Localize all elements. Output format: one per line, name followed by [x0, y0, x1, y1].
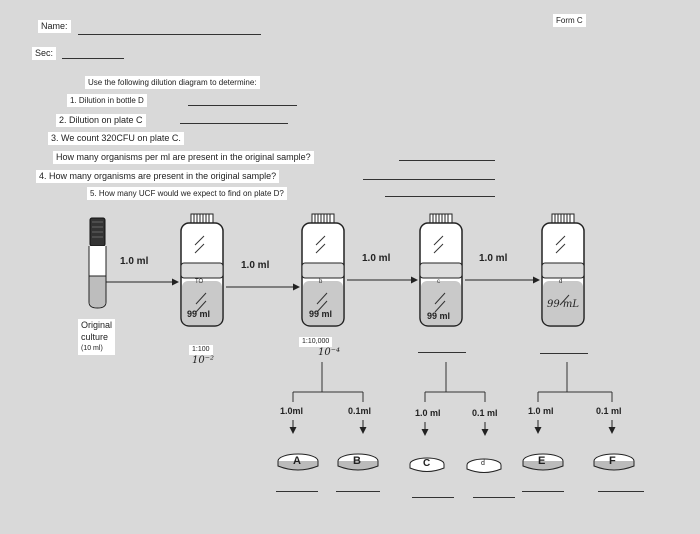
bottle-a-letter: TO — [195, 279, 204, 285]
dilution-answer-c[interactable] — [418, 352, 466, 353]
transfer-label-2: 1.0 ml — [241, 260, 270, 271]
question-1: 1. Dilution in bottle D — [67, 94, 147, 107]
bottle-b-letter: b — [319, 279, 323, 285]
culture-label: Original culture (10 ml) — [78, 319, 116, 355]
plate-e-dish — [522, 453, 564, 471]
plate-f-label: F — [609, 455, 616, 467]
bottle-c — [419, 213, 463, 327]
bottle-a-volume: 99 ml — [187, 309, 211, 319]
transfer-label-4: 1.0 ml — [479, 253, 508, 264]
dilution-handwritten-1: 10⁻² — [192, 355, 215, 366]
bottle-a — [180, 213, 224, 327]
plate-c-label: C — [423, 458, 431, 469]
answer-line-2[interactable] — [180, 123, 288, 124]
bottle-b — [301, 213, 345, 327]
transfer-label-3: 1.0 ml — [362, 253, 391, 264]
bottle-c-volume: 99 ml — [427, 311, 451, 321]
question-2: 2. Dilution on plate C — [56, 114, 146, 127]
answer-line-3[interactable] — [399, 160, 495, 161]
plate-e-label: E — [538, 455, 546, 467]
plate-a-label: A — [293, 455, 301, 467]
plating-volume-e: 1.0 ml — [528, 406, 554, 416]
plating-volume-f: 0.1 ml — [596, 406, 622, 416]
name-field[interactable] — [78, 34, 261, 35]
sec-label: Sec: — [32, 47, 57, 60]
plate-b-label: B — [353, 455, 361, 467]
question-3: 3. We count 320CFU on plate C. — [48, 132, 184, 145]
plate-d-label: d — [481, 460, 485, 467]
dilution-label-2: 1:10,000 — [299, 337, 333, 347]
question-5: 5. How many UCF would we expect to find … — [87, 187, 287, 200]
plate-answer-c[interactable] — [412, 497, 454, 498]
plating-volume-c: 1.0 ml — [415, 408, 441, 418]
plating-tree-d — [534, 362, 616, 434]
bottle-d — [541, 213, 585, 327]
form-label: Form C — [553, 14, 586, 27]
plate-answer-e[interactable] — [522, 491, 564, 492]
dilution-label-1: 1:100 — [189, 345, 213, 355]
plating-volume-d: 0.1 ml — [472, 408, 498, 418]
bottle-d-volume: 99 mL — [547, 299, 580, 310]
plate-answer-a[interactable] — [276, 491, 318, 492]
answer-line-4[interactable] — [363, 179, 495, 180]
plate-a-dish — [277, 453, 319, 471]
plate-b-dish — [337, 453, 379, 471]
plating-tree-c — [421, 362, 489, 436]
question-4: 4. How many organisms are present in the… — [36, 170, 280, 183]
answer-line-1[interactable] — [188, 105, 297, 106]
name-label: Name: — [38, 20, 71, 33]
bottle-d-letter: d — [559, 279, 563, 285]
plating-volume-b: 0.1ml — [348, 406, 372, 416]
plate-answer-b[interactable] — [336, 491, 380, 492]
plate-f-dish — [593, 453, 635, 471]
question-3b: How many organisms per ml are present in… — [53, 151, 314, 164]
instructions-intro: Use the following dilution diagram to de… — [85, 76, 260, 89]
plate-answer-d[interactable] — [473, 497, 515, 498]
dilution-handwritten-2: 10⁻⁴ — [318, 347, 341, 358]
transfer-label-1: 1.0 ml — [120, 256, 149, 267]
plating-volume-a: 1.0ml — [280, 406, 304, 416]
plate-c-dish — [409, 457, 445, 472]
plate-answer-f[interactable] — [598, 491, 644, 492]
sec-field[interactable] — [62, 58, 124, 59]
answer-line-5[interactable] — [385, 196, 495, 197]
plating-tree-b — [289, 362, 367, 434]
bottle-b-volume: 99 ml — [309, 309, 333, 319]
plate-d-dish — [466, 458, 502, 473]
bottle-c-letter: c — [437, 279, 440, 285]
dilution-answer-d[interactable] — [540, 353, 588, 354]
culture-tube — [88, 217, 107, 309]
